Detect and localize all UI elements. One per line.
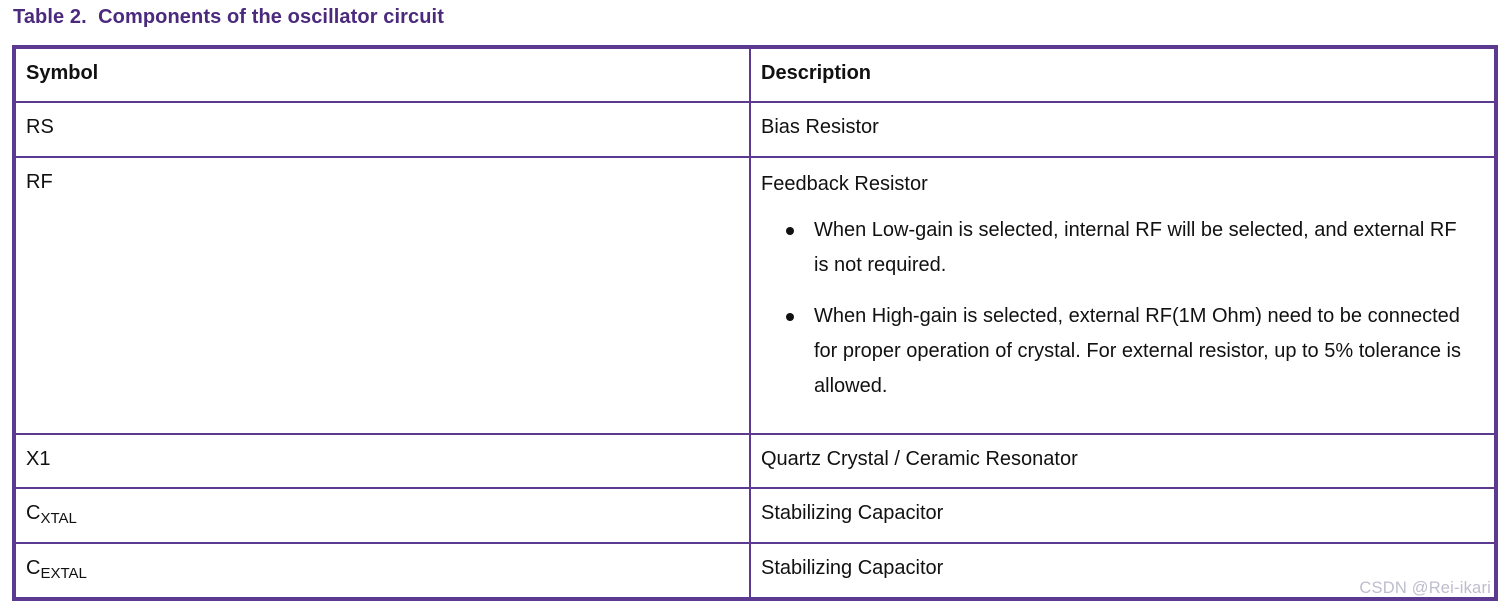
rf-bullet-list: When Low-gain is selected, internal RF w… [761, 213, 1482, 404]
oscillator-components-table: Symbol Description RS Bias Resistor RF F… [12, 45, 1498, 601]
table-row-rf: RF Feedback Resistor When Low-gain is se… [15, 157, 1495, 434]
rf-bullet-item: When High-gain is selected, external RF(… [761, 299, 1482, 404]
table-row-rs: RS Bias Resistor [15, 102, 1495, 157]
rf-bullet-text: When Low-gain is selected, internal RF w… [814, 219, 1457, 276]
header-cell-description: Description [750, 48, 1495, 102]
symbol-cell-rs: RS [15, 102, 750, 157]
symbol-subscript: XTAL [40, 510, 77, 527]
symbol-subscript: EXTAL [40, 565, 87, 582]
symbol-cell-cxtal: CXTAL [15, 488, 750, 543]
symbol-base: C [26, 557, 41, 579]
table-caption: Table 2. Components of the oscillator ci… [13, 6, 444, 28]
rf-description-intro: Feedback Resistor [761, 173, 928, 195]
table-row-cxtal: CXTAL Stabilizing Capacitor [15, 488, 1495, 543]
symbol-cell-x1: X1 [15, 434, 750, 488]
bullet-icon [786, 313, 794, 321]
table-header-row: Symbol Description [15, 48, 1495, 102]
symbol-cell-rf: RF [15, 157, 750, 434]
symbol-cell-cextal: CEXTAL [15, 543, 750, 598]
description-cell-cxtal: Stabilizing Capacitor [750, 488, 1495, 543]
table-row-cextal: CEXTAL Stabilizing Capacitor [15, 543, 1495, 598]
bullet-icon [786, 227, 794, 235]
symbol-base: C [26, 502, 41, 524]
description-cell-rs: Bias Resistor [750, 102, 1495, 157]
watermark: CSDN @Rei-ikari [1359, 579, 1491, 597]
table-row-x1: X1 Quartz Crystal / Ceramic Resonator [15, 434, 1495, 488]
description-cell-cextal: Stabilizing Capacitor [750, 543, 1495, 598]
rf-bullet-text: When High-gain is selected, external RF(… [814, 305, 1461, 397]
description-cell-rf: Feedback Resistor When Low-gain is selec… [750, 157, 1495, 434]
description-cell-x1: Quartz Crystal / Ceramic Resonator [750, 434, 1495, 488]
rf-bullet-item: When Low-gain is selected, internal RF w… [761, 213, 1482, 283]
header-cell-symbol: Symbol [15, 48, 750, 102]
